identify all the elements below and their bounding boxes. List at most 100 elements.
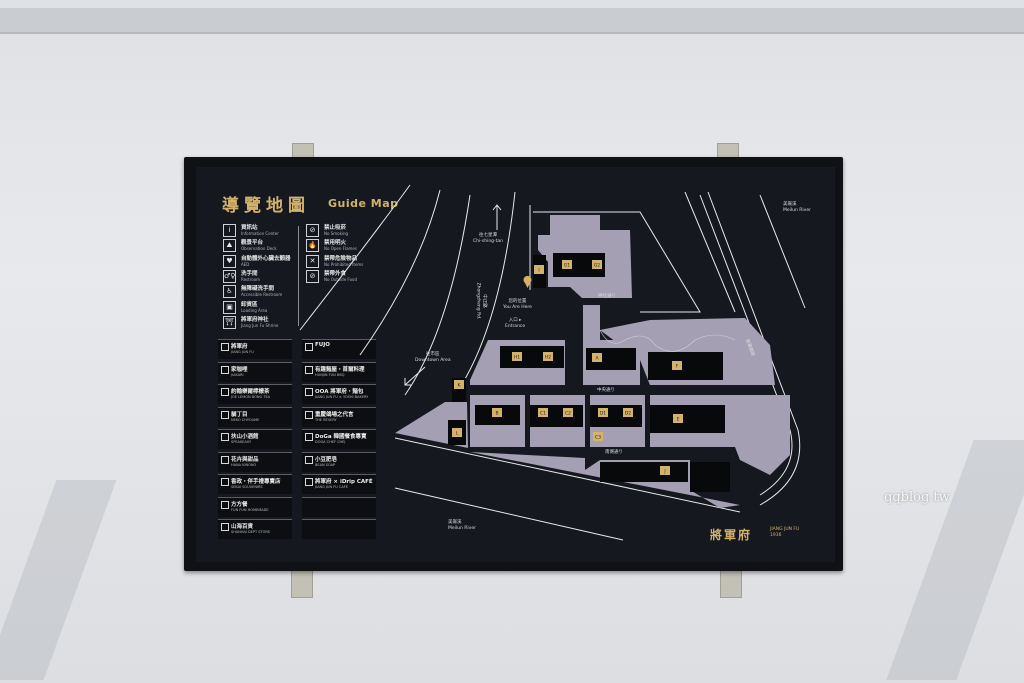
no-smoking-icon: ⊘ (306, 224, 319, 237)
block-park (600, 318, 775, 385)
store-icon (305, 410, 313, 419)
store-icon (305, 433, 313, 441)
building-marker (672, 361, 682, 370)
legend-en: No Open Flames (324, 246, 357, 252)
legend-zh: 觀景平台 (241, 240, 264, 247)
building-label: G1 (564, 263, 570, 269)
building-marker (534, 265, 544, 274)
legend-en: Accessible Restroom (241, 292, 283, 298)
road-line (454, 191, 516, 396)
store-name-zh: 家咖哩 (231, 366, 248, 373)
store-name-en: JIANG JUN FU (231, 350, 254, 354)
direction-arrows (404, 204, 502, 386)
building-marker (673, 414, 683, 423)
store-name-en: NEKO CHYOUME (231, 417, 260, 422)
building-label: C1 (540, 411, 546, 417)
building-marker (543, 352, 553, 361)
store-icon (221, 523, 229, 531)
label-entrance: 入口 ▸Entrance (505, 318, 526, 329)
building-j (600, 462, 688, 482)
legend-zh: 禁帶危險物品 (324, 255, 358, 262)
road-line (359, 189, 441, 356)
store-name-zh: FUJO (315, 342, 330, 348)
store-name-zh: DoGa 韓國餐食專賣 (315, 434, 367, 440)
building-label: J (663, 469, 665, 475)
building-marker (598, 408, 608, 417)
store-name-en: THE REVERY (315, 417, 337, 422)
store-icon (221, 500, 229, 509)
legend-zh: 禁用明火 (324, 240, 347, 247)
arrow-downtown-icon (404, 366, 426, 386)
building-label: G2 (594, 263, 600, 269)
store-name-en: HANA KINONO (231, 462, 257, 467)
store-icon (305, 455, 313, 464)
legend-zh: 資訊站 (241, 225, 258, 231)
building-label: K (458, 383, 462, 389)
store-name-zh: 將軍府 (231, 344, 248, 350)
store-name-en: JIAKARI (231, 372, 244, 377)
store-icon (221, 478, 229, 486)
label-street-shrine: 神社通り (598, 294, 616, 299)
building-marker (492, 408, 502, 417)
title-en: Guide Map (328, 197, 399, 210)
label-street-south: 南側通り (605, 450, 623, 455)
store-icon (221, 365, 229, 374)
store-icon (221, 433, 229, 441)
building-marker (660, 466, 670, 475)
store-name-en: JOE LEMON BONG TEA (231, 395, 271, 399)
building-label: D2 (625, 411, 631, 417)
building-loading (690, 462, 730, 492)
you-are-here-pin-icon (523, 275, 532, 288)
title-zh: 導覽地圖 (222, 196, 310, 216)
legend-zh: 卸貨區 (241, 301, 258, 308)
store-entry (302, 519, 376, 539)
building-marker (512, 352, 522, 361)
building-label: E (677, 417, 680, 423)
legend-en: No Smoking (324, 231, 349, 236)
store-icon (305, 365, 313, 374)
road-line (533, 211, 701, 313)
info-icon: i (223, 224, 236, 237)
legend-en: No Prohibited Items (324, 261, 364, 267)
watermark: qqblog.tw (884, 490, 950, 505)
store-icon (221, 343, 229, 351)
store-entry (302, 496, 376, 517)
building-c (530, 405, 583, 427)
store-name-en: DOGA CHEF CHEJ (315, 440, 346, 444)
store-name-zh: 重慶鴿場之代言 (315, 411, 354, 418)
river-line (394, 487, 624, 541)
store-icon (221, 410, 229, 419)
building-label: L (456, 431, 459, 437)
shrine-icon: ⛩ (223, 315, 236, 329)
store-name-zh: 將軍府 × iDrip CAFÉ (315, 479, 373, 485)
park-path (599, 329, 736, 352)
store-name-zh: 方方餐 (231, 501, 248, 508)
building-marker (592, 260, 602, 269)
building-label: H1 (514, 355, 520, 361)
road-line (684, 191, 736, 313)
building-label: C2 (565, 411, 571, 417)
building-label: B (495, 411, 498, 417)
building-e (650, 405, 725, 433)
brand-logo: 將軍府 (710, 528, 753, 542)
store-name-en: BEAN SOAP (315, 462, 336, 467)
store-icon (305, 343, 313, 351)
store-name-en: SPEAKEASY (231, 440, 252, 444)
no-open-flames-icon: 🔥 (306, 239, 319, 253)
legend-zh: 自動體外心臟去顫器 (241, 255, 291, 262)
building-marker (538, 408, 548, 417)
label-street-central: 中央通り (597, 388, 615, 393)
